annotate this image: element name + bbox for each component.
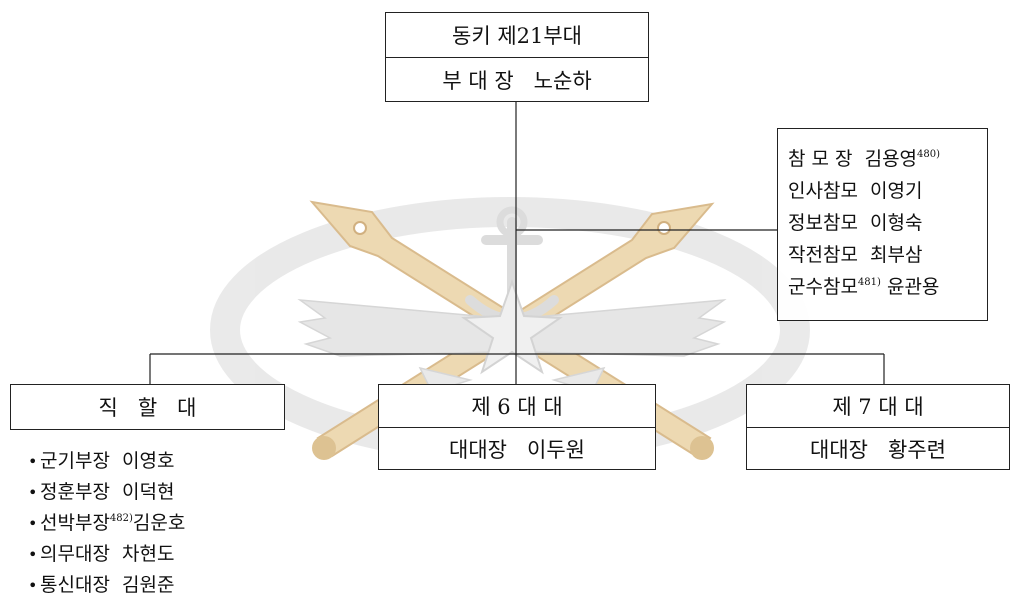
sixth-battalion-name: 제 6 대 대 xyxy=(471,395,563,419)
staff-logistics: 군수참모481) 윤관용 xyxy=(788,276,940,298)
direct-unit-name: 직 할 대 xyxy=(98,396,197,420)
list-item: •군기부장 이영호 xyxy=(28,446,268,477)
pen-left-end xyxy=(690,436,714,460)
staff-intelligence: 정보참모 이형숙 xyxy=(788,212,923,234)
seventh-battalion-name: 제 7 대 대 xyxy=(832,395,924,419)
sixth-battalion-box: 제 6 대 대 대대장 이두원 xyxy=(378,384,656,470)
pen-left-nib-hole xyxy=(353,221,367,235)
seventh-battalion-commander: 대대장 황주련 xyxy=(747,427,1009,469)
pen-right-nib-hole xyxy=(657,221,671,235)
star-shape xyxy=(461,278,563,375)
list-item: •정훈부장 이덕현 xyxy=(28,477,268,508)
list-item: •의무대장 차현도 xyxy=(28,539,268,570)
staff-operations: 작전참모 최부삼 xyxy=(788,244,923,266)
bullet-icon: • xyxy=(28,545,38,564)
seventh-battalion-box: 제 7 대 대 대대장 황주련 xyxy=(746,384,1010,470)
footnote-ref: 481) xyxy=(857,277,881,288)
pen-right-end xyxy=(312,436,336,460)
sixth-battalion-commander: 대대장 이두원 xyxy=(379,427,655,469)
footnote-ref: 480) xyxy=(917,149,941,160)
bullet-icon: • xyxy=(28,514,38,533)
wing-left xyxy=(297,299,501,357)
staff-box: 참 모 장 김용영480) 인사참모 이영기 정보참모 이형숙 작전참모 최부삼… xyxy=(777,128,988,321)
hq-box: 동키 제21부대 부 대 장 노순하 xyxy=(385,12,649,102)
direct-unit-members: •군기부장 이영호 •정훈부장 이덕현 •선박부장482)김운호 •의무대장 차… xyxy=(28,446,268,601)
staff-chief: 참 모 장 김용영480) xyxy=(788,148,941,170)
hq-commander: 부 대 장 노순하 xyxy=(386,57,648,101)
bullet-icon: • xyxy=(28,576,38,595)
list-item: •통신대장 김원준 xyxy=(28,570,268,601)
wing-right xyxy=(523,299,727,357)
footnote-ref: 482) xyxy=(109,513,133,524)
direct-unit-box: 직 할 대 xyxy=(10,384,285,430)
staff-personnel: 인사참모 이영기 xyxy=(788,180,923,202)
bullet-icon: • xyxy=(28,483,38,502)
anchor-ring xyxy=(496,206,528,238)
bullet-icon: • xyxy=(28,452,38,471)
hq-name: 동키 제21부대 xyxy=(452,24,582,48)
list-item: •선박부장482)김운호 xyxy=(28,508,268,539)
